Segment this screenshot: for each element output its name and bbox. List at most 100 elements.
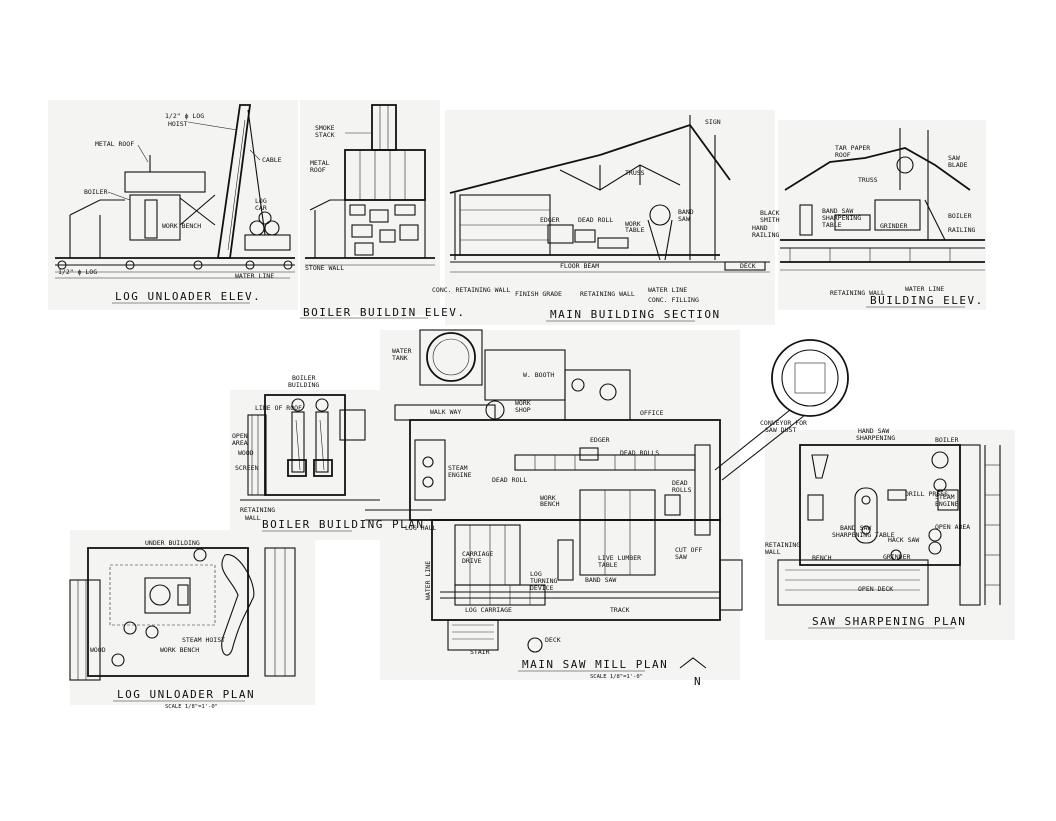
svg-text:TABLE: TABLE	[822, 221, 842, 229]
building-elevation: TAR PAPER ROOF SAW BLADE TRUSS BLACK SMI…	[752, 128, 985, 308]
log-unloader-elev-title: LOG UNLOADER ELEV.	[115, 290, 261, 303]
svg-text:STEAM: STEAM	[935, 493, 955, 501]
svg-text:AREA: AREA	[232, 439, 248, 447]
svg-text:ENGINE: ENGINE	[935, 500, 959, 508]
svg-text:BOILER: BOILER	[948, 212, 972, 220]
svg-text:TABLE: TABLE	[598, 561, 618, 569]
boiler-building-elevation: SMOKE STACK METAL ROOF STONE WALL BOILER…	[300, 104, 465, 319]
svg-text:WALL: WALL	[245, 514, 261, 522]
svg-text:DEAD ROLLS: DEAD ROLLS	[620, 449, 659, 457]
log-unloader-elevation: 1/2" ϕ LOG HOIST METAL ROOF CABLE BOILER…	[55, 104, 295, 304]
svg-text:CAR: CAR	[255, 204, 267, 212]
svg-text:LOG HAUL: LOG HAUL	[405, 524, 436, 532]
svg-text:METAL ROOF: METAL ROOF	[95, 140, 134, 148]
svg-text:DEVICE: DEVICE	[530, 584, 554, 592]
svg-text:LOG: LOG	[530, 570, 542, 578]
svg-text:HAND SAW: HAND SAW	[858, 427, 889, 435]
svg-text:WATER LINE: WATER LINE	[648, 286, 687, 294]
svg-text:BAND SAW: BAND SAW	[840, 524, 871, 532]
svg-text:LOG: LOG	[255, 197, 267, 205]
svg-text:TRUSS: TRUSS	[625, 169, 645, 177]
svg-text:BAND: BAND	[678, 208, 694, 216]
svg-text:WORK: WORK	[515, 399, 531, 407]
svg-text:BOILER: BOILER	[292, 374, 316, 382]
svg-text:DECK: DECK	[740, 262, 756, 270]
svg-text:SHARPENING: SHARPENING	[856, 434, 895, 442]
svg-text:LOG CARRIAGE: LOG CARRIAGE	[465, 606, 512, 614]
svg-text:BENCH: BENCH	[812, 554, 832, 562]
svg-text:ENGINE: ENGINE	[448, 471, 472, 479]
svg-text:WATER: WATER	[392, 347, 412, 355]
svg-text:CONC. FILLING: CONC. FILLING	[648, 296, 699, 304]
svg-text:OFFICE: OFFICE	[640, 409, 664, 417]
svg-text:FINISH GRADE: FINISH GRADE	[515, 290, 562, 298]
svg-text:TANK: TANK	[392, 354, 408, 362]
svg-text:WATER LINE: WATER LINE	[235, 272, 274, 280]
svg-text:WORK BENCH: WORK BENCH	[162, 222, 201, 230]
svg-text:STEAM: STEAM	[448, 464, 468, 472]
log-unloader-plan: UNDER BUILDING STEAM HOIST WORK BENCH WO…	[69, 539, 296, 710]
svg-text:EDGER: EDGER	[540, 216, 560, 224]
svg-text:WOOD: WOOD	[90, 646, 106, 654]
svg-text:DECK: DECK	[545, 636, 561, 644]
svg-text:TURNING: TURNING	[530, 577, 557, 585]
boiler-building-plan-title: BOILER BUILDING PLAN	[262, 518, 424, 531]
svg-text:RAILING: RAILING	[752, 231, 779, 239]
svg-text:BAND SAW: BAND SAW	[822, 207, 853, 215]
svg-text:SAW DUST: SAW DUST	[765, 426, 796, 434]
main-saw-mill-plan: N WATER TANK W. BOOTH WALK WAY WORK SHOP…	[365, 329, 849, 688]
svg-text:OPEN DECK: OPEN DECK	[858, 585, 893, 593]
svg-text:1/2" ϕ LOG: 1/2" ϕ LOG	[58, 268, 97, 276]
svg-text:WORK: WORK	[625, 220, 641, 228]
svg-text:SHARPENING: SHARPENING	[822, 214, 861, 222]
svg-text:CUT OFF: CUT OFF	[675, 546, 702, 554]
svg-text:WATER LINE: WATER LINE	[905, 285, 944, 293]
svg-text:UNDER BUILDING: UNDER BUILDING	[145, 539, 200, 547]
main-saw-mill-plan-scale: SCALE 1/8"=1'-0"	[590, 674, 643, 680]
svg-text:BUILDING: BUILDING	[288, 381, 319, 389]
svg-text:HACK SAW: HACK SAW	[888, 536, 919, 544]
svg-text:OPEN AREA: OPEN AREA	[935, 523, 970, 531]
svg-text:FLOOR BEAM: FLOOR BEAM	[560, 262, 599, 270]
svg-text:SHARPENING TABLE: SHARPENING TABLE	[832, 531, 895, 539]
svg-text:STONE WALL: STONE WALL	[305, 264, 344, 272]
svg-text:TAR PAPER: TAR PAPER	[835, 144, 870, 152]
svg-text:BLADE: BLADE	[948, 161, 968, 169]
svg-text:DRILL PRESS: DRILL PRESS	[905, 490, 948, 498]
svg-text:DEAD ROLL: DEAD ROLL	[578, 216, 613, 224]
svg-text:DRIVE: DRIVE	[462, 557, 482, 565]
svg-text:RETAINING WALL: RETAINING WALL	[830, 289, 885, 297]
svg-text:METAL: METAL	[310, 159, 330, 167]
saw-sharpening-plan: HAND SAW SHARPENING BOILER DRILL PRESS S…	[765, 427, 1001, 629]
svg-text:1/2" ϕ LOG: 1/2" ϕ LOG	[165, 112, 204, 120]
svg-text:SMOKE: SMOKE	[315, 124, 335, 132]
main-saw-mill-plan-title: MAIN SAW MILL PLAN	[522, 658, 668, 671]
svg-text:ROOF: ROOF	[310, 166, 326, 174]
log-unloader-plan-title: LOG UNLOADER PLAN	[117, 688, 255, 701]
svg-text:ROOF: ROOF	[835, 151, 851, 159]
main-building-section: SIGN TRUSS EDGER DEAD ROLL WORK TABLE BA…	[432, 115, 770, 322]
svg-text:SAW: SAW	[675, 553, 687, 561]
svg-text:W. BOOTH: W. BOOTH	[523, 371, 554, 379]
main-building-section-title: MAIN BUILDING SECTION	[550, 308, 721, 321]
svg-text:TRUSS: TRUSS	[858, 176, 878, 184]
svg-text:BLACK: BLACK	[760, 209, 780, 217]
svg-text:EDGER: EDGER	[590, 436, 610, 444]
svg-text:SAW: SAW	[678, 215, 690, 223]
svg-text:CARRIAGE: CARRIAGE	[462, 550, 493, 558]
svg-text:TABLE: TABLE	[625, 226, 645, 234]
svg-text:SIGN: SIGN	[705, 118, 721, 126]
svg-text:SMITH: SMITH	[760, 216, 780, 224]
log-unloader-plan-scale: SCALE 1/8"=1'-0"	[165, 704, 218, 710]
svg-text:SHOP: SHOP	[515, 406, 531, 414]
svg-text:WORK BENCH: WORK BENCH	[160, 646, 199, 654]
svg-text:BAND SAW: BAND SAW	[585, 576, 616, 584]
svg-text:STAIR: STAIR	[470, 648, 490, 656]
svg-text:ROLLS: ROLLS	[672, 486, 692, 494]
svg-text:WALK WAY: WALK WAY	[430, 408, 461, 416]
svg-text:CONVEYOR FOR: CONVEYOR FOR	[760, 419, 807, 427]
svg-text:BOILER: BOILER	[84, 188, 108, 196]
boiler-building-elev-title: BOILER BUILDIN ELEV.	[303, 306, 465, 319]
north-arrow-label: N	[694, 675, 702, 688]
svg-text:WATER LINE: WATER LINE	[424, 561, 432, 600]
